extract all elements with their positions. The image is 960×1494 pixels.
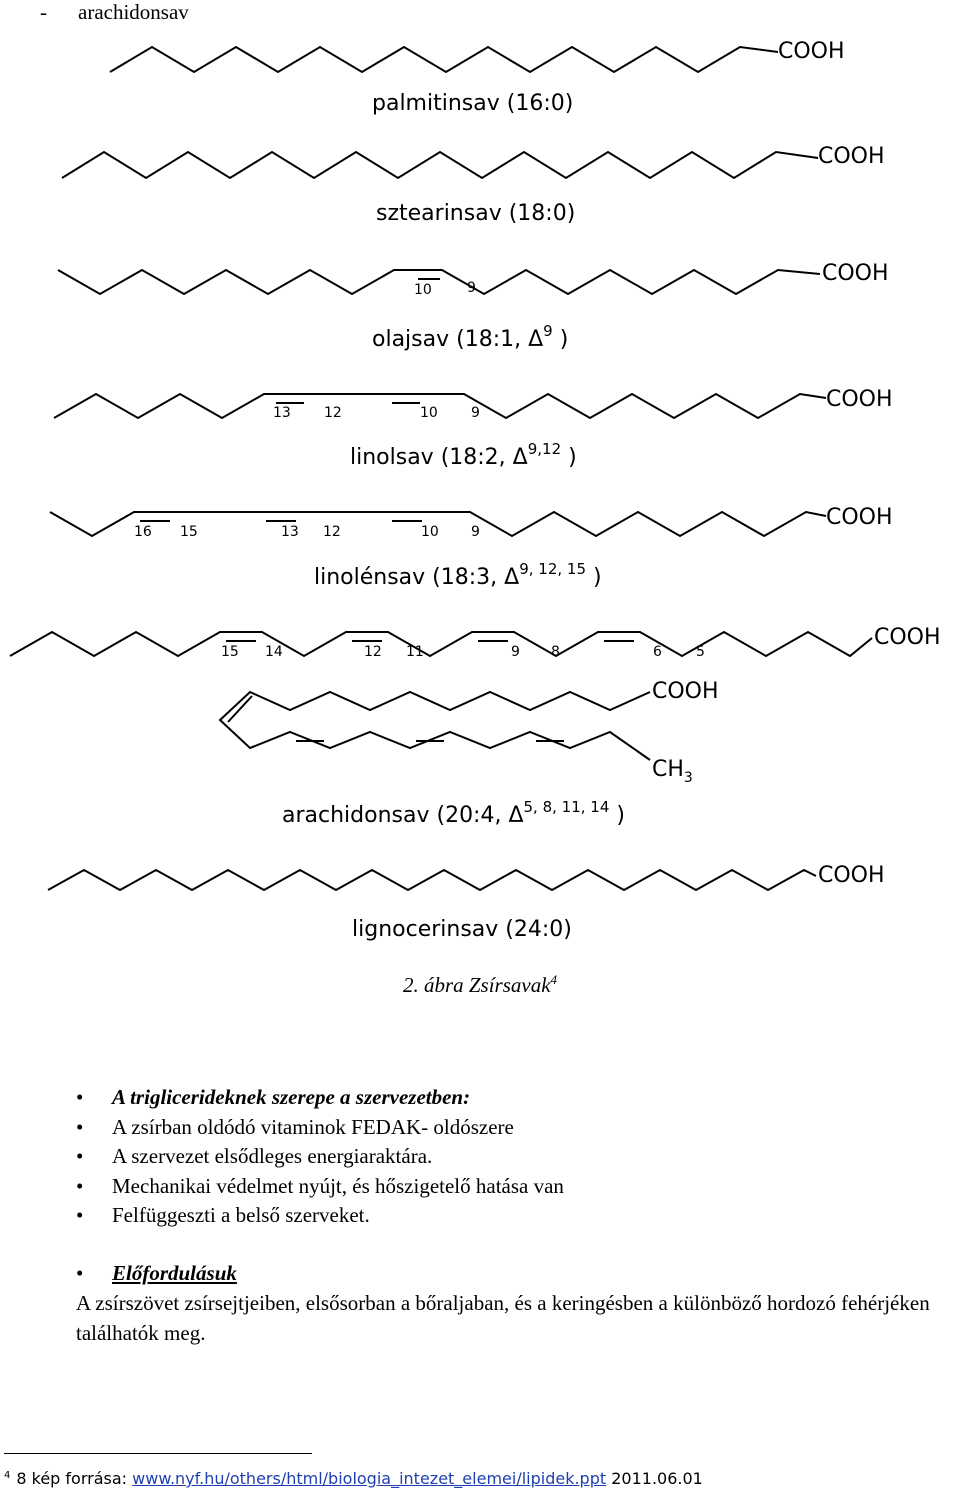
section-heading: A triglicerideknek szerepe a szervezetbe… xyxy=(112,1085,471,1109)
occurrence-paragraph: A zsírszövet zsírsejtjeiben, elsősorban … xyxy=(76,1291,930,1345)
carbon-number: 8 xyxy=(551,644,560,660)
sztearinsav-chain xyxy=(61,150,819,180)
footnote: 4 8 kép forrása: www.nyf.hu/others/html/b… xyxy=(4,1469,703,1488)
carbon-number: 5 xyxy=(696,644,705,660)
linolensav-chain xyxy=(49,510,827,538)
carbon-number: 13 xyxy=(273,405,291,421)
list-item: Felfüggeszti a belső szerveket. xyxy=(76,1201,564,1231)
list-item: A szervezet elsődleges energiaraktára. xyxy=(76,1142,564,1172)
carbon-number: 11 xyxy=(406,644,424,660)
acid-name-sztearinsav: sztearinsav (18:0) xyxy=(376,201,575,226)
carbon-number: 10 xyxy=(414,282,432,298)
triglyceride-roles-list: A triglicerideknek szerepe a szervezetbe… xyxy=(76,1083,564,1288)
carbon-number: 10 xyxy=(421,524,439,540)
carbon-number: 13 xyxy=(281,524,299,540)
acid-group-label: COOH xyxy=(822,261,889,286)
footnote-divider xyxy=(4,1453,312,1454)
list-item-text: arachidonsav xyxy=(78,0,189,24)
carbon-number: 9 xyxy=(471,405,480,421)
footnote-label: 8 kép forrása: xyxy=(16,1469,128,1488)
lignocerinsav-chain xyxy=(47,868,817,892)
acid-group-label: COOH xyxy=(874,625,941,650)
acid-group-label: COOH xyxy=(652,679,719,704)
figure-caption-text: 2. ábra Zsírsavak xyxy=(402,973,551,997)
list-item-arachidonsav: - arachidonsav xyxy=(40,0,189,25)
acid-name-lignocerinsav: lignocerinsav (24:0) xyxy=(352,917,572,942)
acid-group-label: COOH xyxy=(778,39,845,64)
list-item-text: A zsírban oldódó vitaminok FEDAK- oldósz… xyxy=(112,1114,514,1139)
footnote-source-link[interactable]: www.nyf.hu/others/html/biologia_intezet_… xyxy=(132,1469,607,1488)
acid-group-label: COOH xyxy=(818,863,885,888)
fatty-acids-figure: COOH COOH COOH COOH COOH COOH COOH COOH … xyxy=(9,39,941,942)
acid-group-label: COOH xyxy=(826,387,893,412)
acid-name-palmitinsav: palmitinsav (16:0) xyxy=(372,91,573,116)
carbon-number: 9 xyxy=(467,280,476,296)
list-item-text: Felfüggeszti a belső szerveket. xyxy=(112,1203,370,1227)
carbon-number: 15 xyxy=(180,524,198,540)
arachidonsav-hairpin-chain xyxy=(218,690,651,761)
section-heading: Előfordulásuk xyxy=(112,1260,237,1285)
carbon-number: 12 xyxy=(364,644,382,660)
list-item: Mechanikai védelmet nyújt, és hőszigetel… xyxy=(76,1172,564,1202)
acid-name-linolsav: linolsav (18:2, Δ9,12 ) xyxy=(350,440,577,470)
list-item: A triglicerideknek szerepe a szervezetbe… xyxy=(76,1083,564,1113)
olajsav-chain xyxy=(57,268,821,296)
list-item: Előfordulásuk xyxy=(76,1259,564,1289)
palmitinsav-chain xyxy=(109,45,779,74)
carbon-number: 10 xyxy=(420,405,438,421)
acid-name-linolensav: linolénsav (18:3, Δ9, 12, 15 ) xyxy=(314,560,602,590)
carbon-number: 12 xyxy=(324,405,342,421)
footnote-reference: 4 xyxy=(550,972,558,987)
linolsav-chain xyxy=(53,392,827,420)
list-item-text: A szervezet elsődleges energiaraktára. xyxy=(112,1144,433,1168)
carbon-number: 6 xyxy=(653,644,662,660)
list-item-text: Mechanikai védelmet nyújt, és hőszigetel… xyxy=(112,1173,564,1198)
acid-name-olajsav: olajsav (18:1, Δ9 ) xyxy=(372,322,568,352)
acid-name-arachidonsav: arachidonsav (20:4, Δ5, 8, 11, 14 ) xyxy=(282,798,625,828)
carbon-number: 15 xyxy=(221,644,239,660)
carbon-number: 16 xyxy=(134,524,152,540)
figure-caption: 2. ábra Zsírsavak4 xyxy=(0,972,960,998)
arachidonsav-chain xyxy=(9,630,873,658)
carbon-number: 12 xyxy=(323,524,341,540)
footnote-date: 2011.06.01 xyxy=(611,1469,703,1488)
hairpin-double-bond-1 xyxy=(227,695,253,723)
carbon-number: 9 xyxy=(511,644,520,660)
list-item: A zsírban oldódó vitaminok FEDAK- oldósz… xyxy=(76,1113,564,1143)
footnote-marker: 4 xyxy=(4,1469,11,1481)
methyl-group-label: CH3 xyxy=(652,757,693,786)
list-dash: - xyxy=(40,0,47,24)
acid-group-label: COOH xyxy=(818,144,885,169)
carbon-number: 14 xyxy=(265,644,283,660)
carbon-number: 9 xyxy=(471,524,480,540)
acid-group-label: COOH xyxy=(826,505,893,530)
